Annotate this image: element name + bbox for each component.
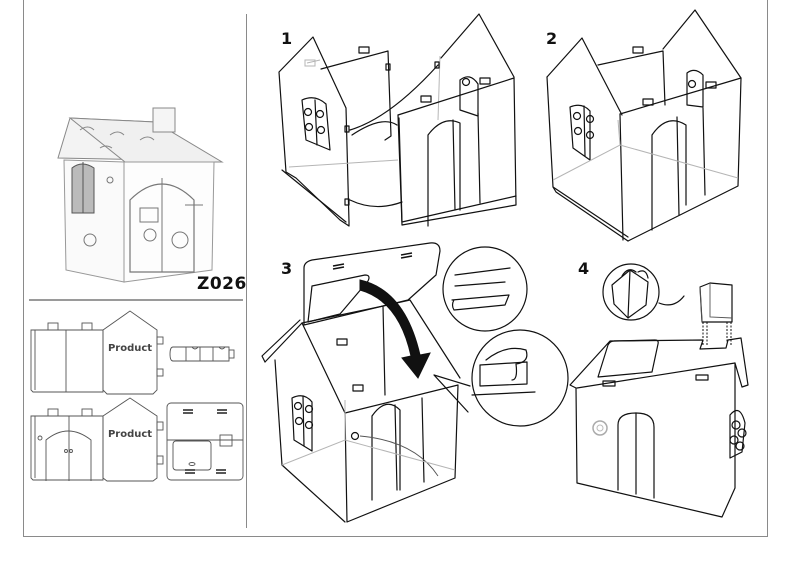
chimney-part xyxy=(169,346,235,362)
flat-roof-panel xyxy=(166,402,244,481)
step-3-illustration xyxy=(261,242,569,523)
model-code: Z026 xyxy=(197,274,247,294)
step-number-3: 3 xyxy=(281,259,293,278)
step-1-illustration xyxy=(278,13,517,227)
step-number-1: 1 xyxy=(281,29,293,48)
flat-panel-label-bottom: Product xyxy=(108,429,152,440)
step-number-4: 4 xyxy=(578,259,590,278)
step-4-illustration xyxy=(569,263,749,518)
step-number-2: 2 xyxy=(546,29,558,48)
product-photo-house xyxy=(57,107,224,283)
flat-wall-panel-top xyxy=(30,310,164,395)
horizontal-divider xyxy=(29,299,243,301)
flat-panel-label-top: Product xyxy=(108,343,152,354)
flat-door-panel-bottom xyxy=(30,397,164,482)
step-2-illustration xyxy=(546,9,742,242)
vertical-divider xyxy=(246,14,247,528)
instruction-sheet-frame xyxy=(23,0,768,537)
